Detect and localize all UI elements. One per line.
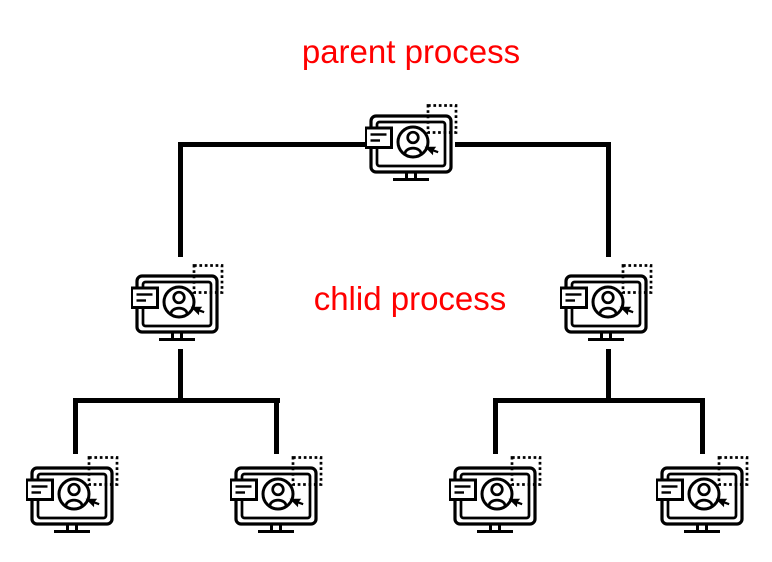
connector-grandchild-4-vertical bbox=[700, 398, 705, 454]
monitor-user-cursor-icon bbox=[131, 264, 227, 342]
monitor-user-cursor-icon bbox=[656, 456, 752, 534]
monitor-user-cursor-icon bbox=[560, 264, 656, 342]
connector-grandchild-2-vertical bbox=[274, 398, 279, 454]
connector-right-subtree-horizontal bbox=[493, 398, 705, 403]
connector-child-right-vertical-lower bbox=[606, 349, 611, 403]
parent-process-label: parent process bbox=[301, 33, 521, 70]
connector-child-left-vertical-upper bbox=[178, 142, 183, 257]
parent-process-node bbox=[365, 104, 461, 182]
connector-parent-left-horizontal bbox=[178, 142, 365, 147]
grandchild-process-node-2 bbox=[230, 456, 326, 534]
monitor-user-cursor-icon bbox=[230, 456, 326, 534]
child-process-node-left bbox=[131, 264, 227, 342]
child-process-label: chlid process bbox=[313, 280, 507, 317]
grandchild-process-node-1 bbox=[26, 456, 122, 534]
monitor-user-cursor-icon bbox=[365, 104, 461, 182]
monitor-user-cursor-icon bbox=[449, 456, 545, 534]
connector-left-subtree-horizontal bbox=[73, 398, 280, 403]
grandchild-process-node-3 bbox=[449, 456, 545, 534]
connector-parent-right-horizontal bbox=[455, 142, 611, 147]
monitor-user-cursor-icon bbox=[26, 456, 122, 534]
child-process-node-right bbox=[560, 264, 656, 342]
connector-grandchild-1-vertical bbox=[73, 398, 78, 454]
connector-child-left-vertical-lower bbox=[178, 349, 183, 403]
connector-child-right-vertical-upper bbox=[606, 142, 611, 257]
connector-grandchild-3-vertical bbox=[493, 398, 498, 454]
grandchild-process-node-4 bbox=[656, 456, 752, 534]
